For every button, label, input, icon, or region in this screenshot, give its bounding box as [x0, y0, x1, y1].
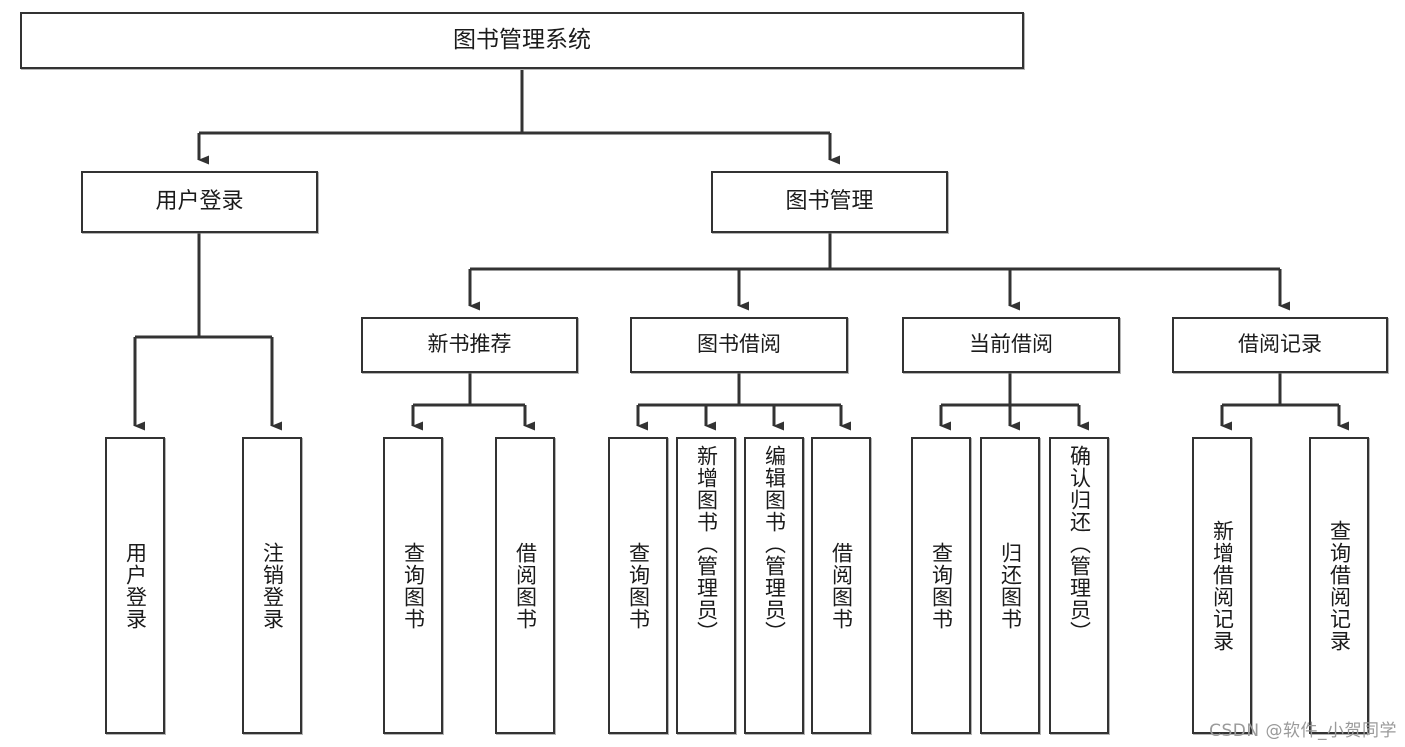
node-leaf-query-borrow-record[interactable]: 查询借阅记录: [1309, 437, 1369, 734]
node-new-book-recommend[interactable]: 新书推荐: [361, 317, 578, 373]
node-leaf-edit-book-admin[interactable]: 编辑图书（管理员）: [744, 437, 804, 734]
node-book-borrow[interactable]: 图书借阅: [630, 317, 848, 373]
node-label: 图书管理: [785, 188, 874, 214]
node-label: 归还图书: [998, 541, 1023, 630]
node-label: 图书管理系统: [453, 26, 591, 53]
node-user-login[interactable]: 用户登录: [81, 171, 318, 233]
node-label: 新书推荐: [427, 332, 512, 357]
node-label: 借阅图书: [513, 541, 538, 630]
node-label: 图书借阅: [697, 332, 781, 357]
node-label: 用户登录: [123, 541, 148, 630]
node-label: 新增图书（管理员）: [694, 445, 719, 643]
node-label: 查询图书: [626, 541, 651, 630]
node-leaf-confirm-return-admin[interactable]: 确认归还（管理员）: [1049, 437, 1109, 734]
node-current-borrow[interactable]: 当前借阅: [902, 317, 1120, 373]
watermark-text: CSDN @软件_小贺同学: [1209, 721, 1397, 741]
node-label: 查询图书: [929, 541, 954, 630]
node-label: 查询图书: [401, 541, 426, 630]
node-leaf-borrow-book[interactable]: 借阅图书: [811, 437, 871, 734]
node-leaf-user-login[interactable]: 用户登录: [105, 437, 165, 734]
node-label: 注销登录: [260, 541, 285, 630]
node-label: 查询借阅记录: [1327, 519, 1352, 652]
node-label: 编辑图书（管理员）: [762, 445, 787, 643]
node-leaf-query-book-current[interactable]: 查询图书: [911, 437, 971, 734]
node-leaf-query-book-recommend[interactable]: 查询图书: [383, 437, 443, 734]
node-label: 借阅记录: [1238, 332, 1322, 357]
node-book-management[interactable]: 图书管理: [711, 171, 948, 233]
node-root-book-management-system[interactable]: 图书管理系统: [20, 12, 1024, 69]
node-leaf-logout[interactable]: 注销登录: [242, 437, 302, 734]
node-leaf-query-book-borrow[interactable]: 查询图书: [608, 437, 668, 734]
node-label: 用户登录: [155, 188, 244, 214]
node-label: 当前借阅: [969, 332, 1053, 357]
node-borrow-record[interactable]: 借阅记录: [1172, 317, 1388, 373]
node-leaf-add-book-admin[interactable]: 新增图书（管理员）: [676, 437, 736, 734]
node-leaf-borrow-book-recommend[interactable]: 借阅图书: [495, 437, 555, 734]
node-leaf-return-book[interactable]: 归还图书: [980, 437, 1040, 734]
node-label: 借阅图书: [829, 541, 854, 630]
node-label: 新增借阅记录: [1210, 519, 1235, 652]
node-leaf-add-borrow-record[interactable]: 新增借阅记录: [1192, 437, 1252, 734]
node-label: 确认归还（管理员）: [1067, 445, 1092, 643]
